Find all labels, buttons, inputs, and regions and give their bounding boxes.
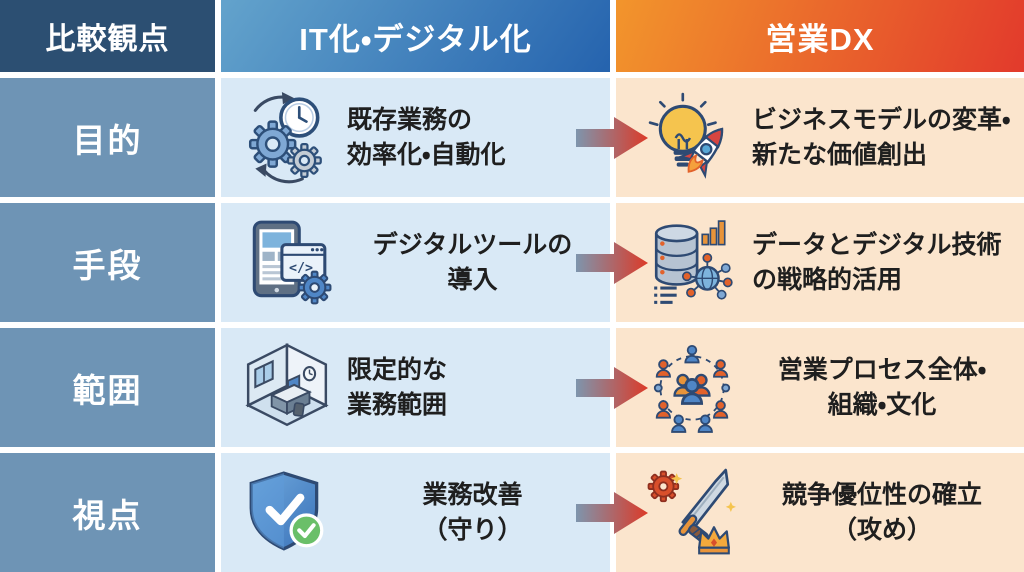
it-cell-purpose: 既存業務の 効率化・自動化 [221,78,610,197]
row-label-text: 目的 [72,121,143,159]
shield-check-icon [241,467,333,559]
gears-clock-icon [241,91,333,184]
dx-text-means: データとデジタル技術 の戦略的活用 [752,231,1002,294]
header-criteria: 比較観点 [0,0,215,72]
header-it-label: IT化・デジタル化 [299,21,532,57]
header-dx-label: 営業DX [765,21,875,57]
it-cell-means: </> デジタルツールの 導入 [221,203,610,322]
dx-cell-scope: 営業プロセス全体・ 組織・文化 [576,328,1024,447]
header-criteria-label: 比較観点 [45,23,170,56]
dx-cell-means: データとデジタル技術 の戦略的活用 [576,203,1024,322]
row-label-means: 手段 [0,203,215,322]
row-label-text: 範囲 [72,371,143,409]
people-network-icon [646,342,738,434]
row-label-scope: 範囲 [0,328,215,447]
header-it-digitalization: IT化・デジタル化 [221,0,610,72]
dx-text-scope: 営業プロセス全体・ 組織・文化 [777,356,987,419]
it-text-viewpoint: 業務改善 （守り） [422,481,523,544]
tablet-code-gear-icon: </> [241,217,333,309]
it-cell-scope: 限定的な 業務範囲 [221,328,610,447]
it-cell-viewpoint: 業務改善 （守り） [221,453,610,572]
svg-text:</>: </> [289,261,313,276]
it-text-means: デジタルツールの 導入 [372,231,573,294]
database-network-icon [646,217,738,309]
row-label-viewpoint: 視点 [0,453,215,572]
dx-text-viewpoint: 競争優位性の確立 （攻め） [781,481,982,544]
row-label-text: 手段 [72,246,143,284]
header-sales-dx: 営業DX [616,0,1024,72]
row-label-purpose: 目的 [0,78,215,197]
dx-text-purpose: ビジネスモデルの変革・ 新たな価値創出 [752,106,1011,169]
sword-gear-crown-icon [646,467,738,559]
lightbulb-rocket-icon [646,92,738,184]
dx-cell-purpose: ビジネスモデルの変革・ 新たな価値創出 [576,78,1024,197]
it-text-purpose: 既存業務の 効率化・自動化 [347,106,506,169]
row-label-text: 視点 [72,496,143,534]
office-room-icon [241,342,333,434]
dx-cell-viewpoint: 競争優位性の確立 （攻め） [576,453,1024,572]
it-text-scope: 限定的な 業務範囲 [347,356,448,419]
